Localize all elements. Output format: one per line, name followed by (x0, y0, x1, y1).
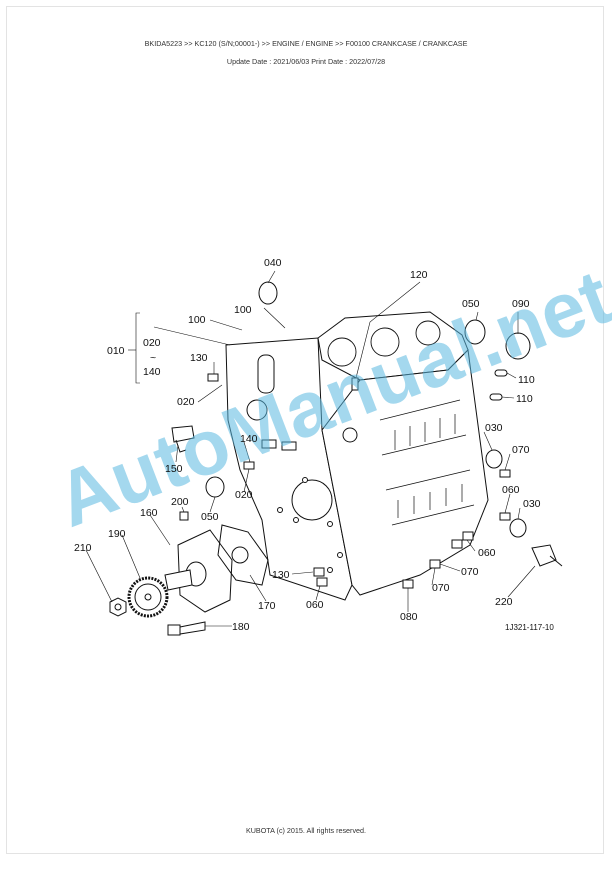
callout-label: 100 (234, 304, 252, 316)
callout-label: 080 (400, 611, 418, 623)
callout-label: 060 (502, 484, 520, 496)
callout-label: 110 (516, 393, 533, 405)
callout-label: 110 (518, 374, 535, 386)
drawing-reference: 1J321-117-10 (505, 623, 554, 632)
callout-label: 090 (512, 298, 530, 310)
callout-label: 180 (232, 621, 250, 633)
callout-label: 050 (462, 298, 480, 310)
callout-label: 140 (240, 433, 258, 445)
callout-label: 030 (523, 498, 541, 510)
callout-label: 050 (201, 511, 219, 523)
callout-label: 220 (495, 596, 513, 608)
range-label-top: 020 (143, 337, 161, 349)
callout-label: 190 (108, 528, 126, 540)
callout-label: 020 (235, 489, 253, 501)
range-label-tilde: ~ (150, 352, 156, 364)
callout-label: 020 (177, 396, 195, 408)
page-frame (6, 6, 604, 854)
callout-labels: 010 040 100 100 120 050 090 130 110 020 … (74, 257, 554, 633)
callout-label: 070 (432, 582, 450, 594)
leader-lines (85, 270, 536, 627)
callout-label: 130 (190, 352, 208, 364)
callout-label: 200 (171, 496, 189, 508)
callout-label: 030 (485, 422, 503, 434)
callout-label: 170 (258, 600, 276, 612)
breadcrumb: BKIDA5223 >> KC120 (S/N;00001-) >> ENGIN… (144, 39, 468, 48)
crankcase-block (225, 311, 489, 601)
footer-copyright: KUBOTA (c) 2015. All rights reserved. (245, 826, 367, 835)
callout-label: 100 (188, 314, 206, 326)
callout-label: 130 (272, 569, 290, 581)
callout-label: 070 (461, 566, 479, 578)
callout-label: 060 (306, 599, 324, 611)
small-parts (171, 281, 563, 589)
date-info: Update Date : 2021/06/03 Print Date : 20… (226, 57, 386, 66)
callout-label: 210 (74, 542, 92, 554)
callout-label: 120 (410, 269, 428, 281)
callout-label: 060 (478, 547, 496, 559)
callout-label: 160 (140, 507, 158, 519)
callout-label: 070 (512, 444, 530, 456)
range-label-bottom: 140 (143, 366, 161, 378)
oil-pump-assembly (109, 524, 269, 636)
callout-label: 040 (264, 257, 282, 269)
callout-label: 150 (165, 463, 183, 475)
callout-label: 010 (107, 345, 125, 357)
